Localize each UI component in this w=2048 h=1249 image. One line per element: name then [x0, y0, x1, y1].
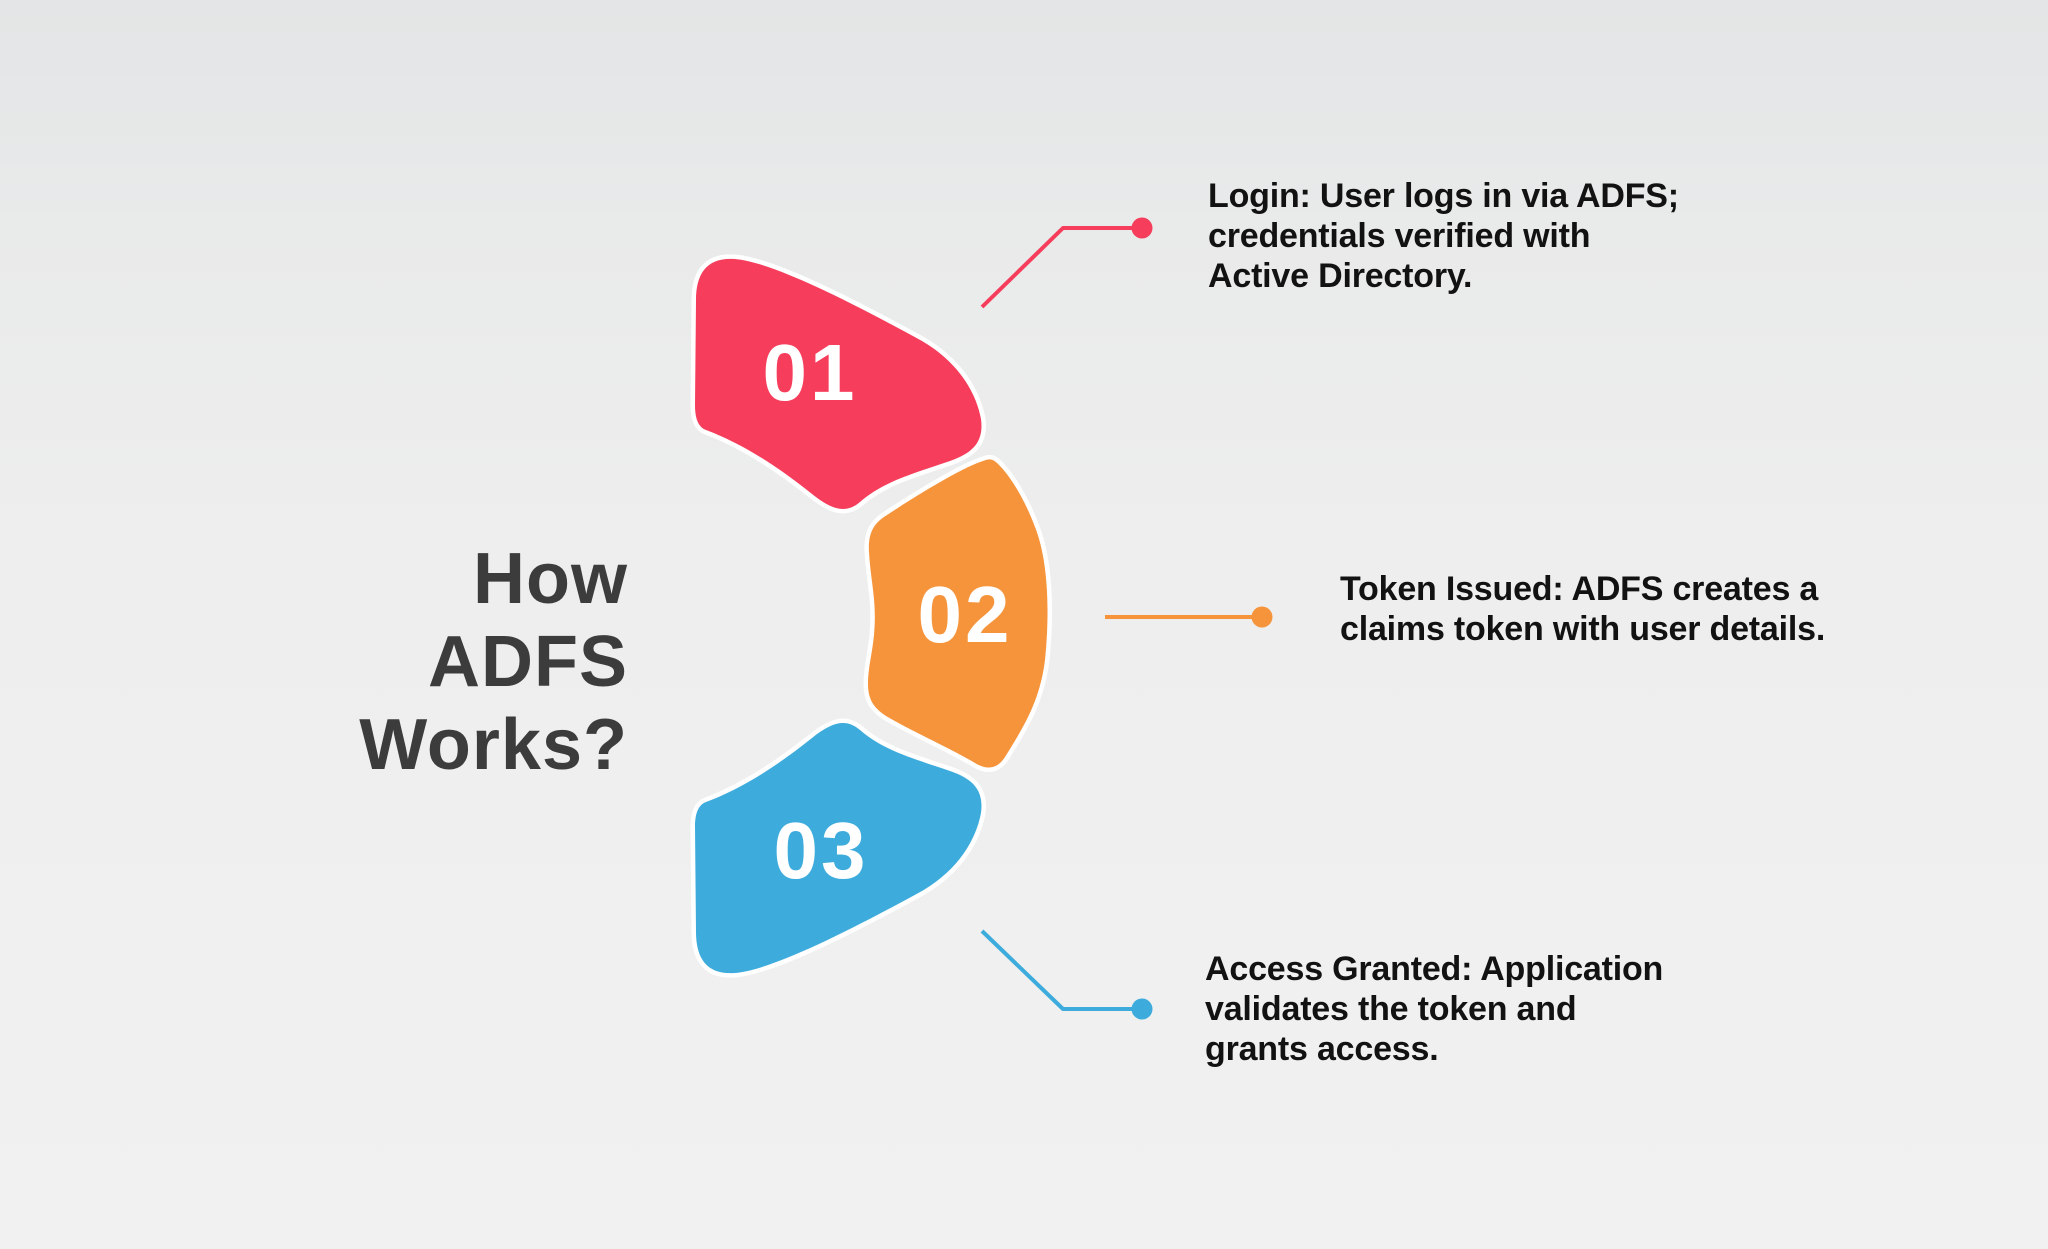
step-01-connector-line	[980, 226, 1140, 309]
step-03-blob	[690, 718, 986, 978]
step-01-connector-dot	[1131, 217, 1153, 239]
step-03-description: Access Granted: Application validates th…	[1205, 949, 1663, 1069]
step-01-description: Login: User logs in via ADFS; credential…	[1208, 176, 1679, 296]
description-line: grants access.	[1205, 1030, 1439, 1068]
description-line: Access Granted: Application	[1205, 950, 1664, 988]
step-02-description: Token Issued: ADFS creates a claims toke…	[1340, 569, 1825, 649]
page-title: How ADFS Works?	[150, 538, 628, 787]
step-02-connector-dot	[1251, 606, 1273, 628]
step-03-number: 03	[773, 806, 869, 895]
step-02-blob	[863, 454, 1053, 772]
description-line: claims token with user details.	[1340, 610, 1826, 648]
description-line: credentials verified with	[1208, 217, 1591, 255]
step-01-number: 01	[762, 328, 858, 417]
step-03-connector-dot	[1131, 998, 1153, 1020]
title-line-2: ADFS Works?	[359, 622, 628, 785]
title-line-1: How	[473, 539, 628, 619]
description-line: Token Issued: ADFS creates a	[1340, 570, 1819, 608]
description-line: validates the token and	[1205, 990, 1577, 1028]
description-line: Active Directory.	[1208, 257, 1473, 295]
step-02-number: 02	[917, 570, 1013, 659]
description-line: Login: User logs in via ADFS;	[1208, 177, 1679, 215]
step-01-blob	[690, 254, 986, 514]
step-03-connector-line	[980, 929, 1140, 1011]
